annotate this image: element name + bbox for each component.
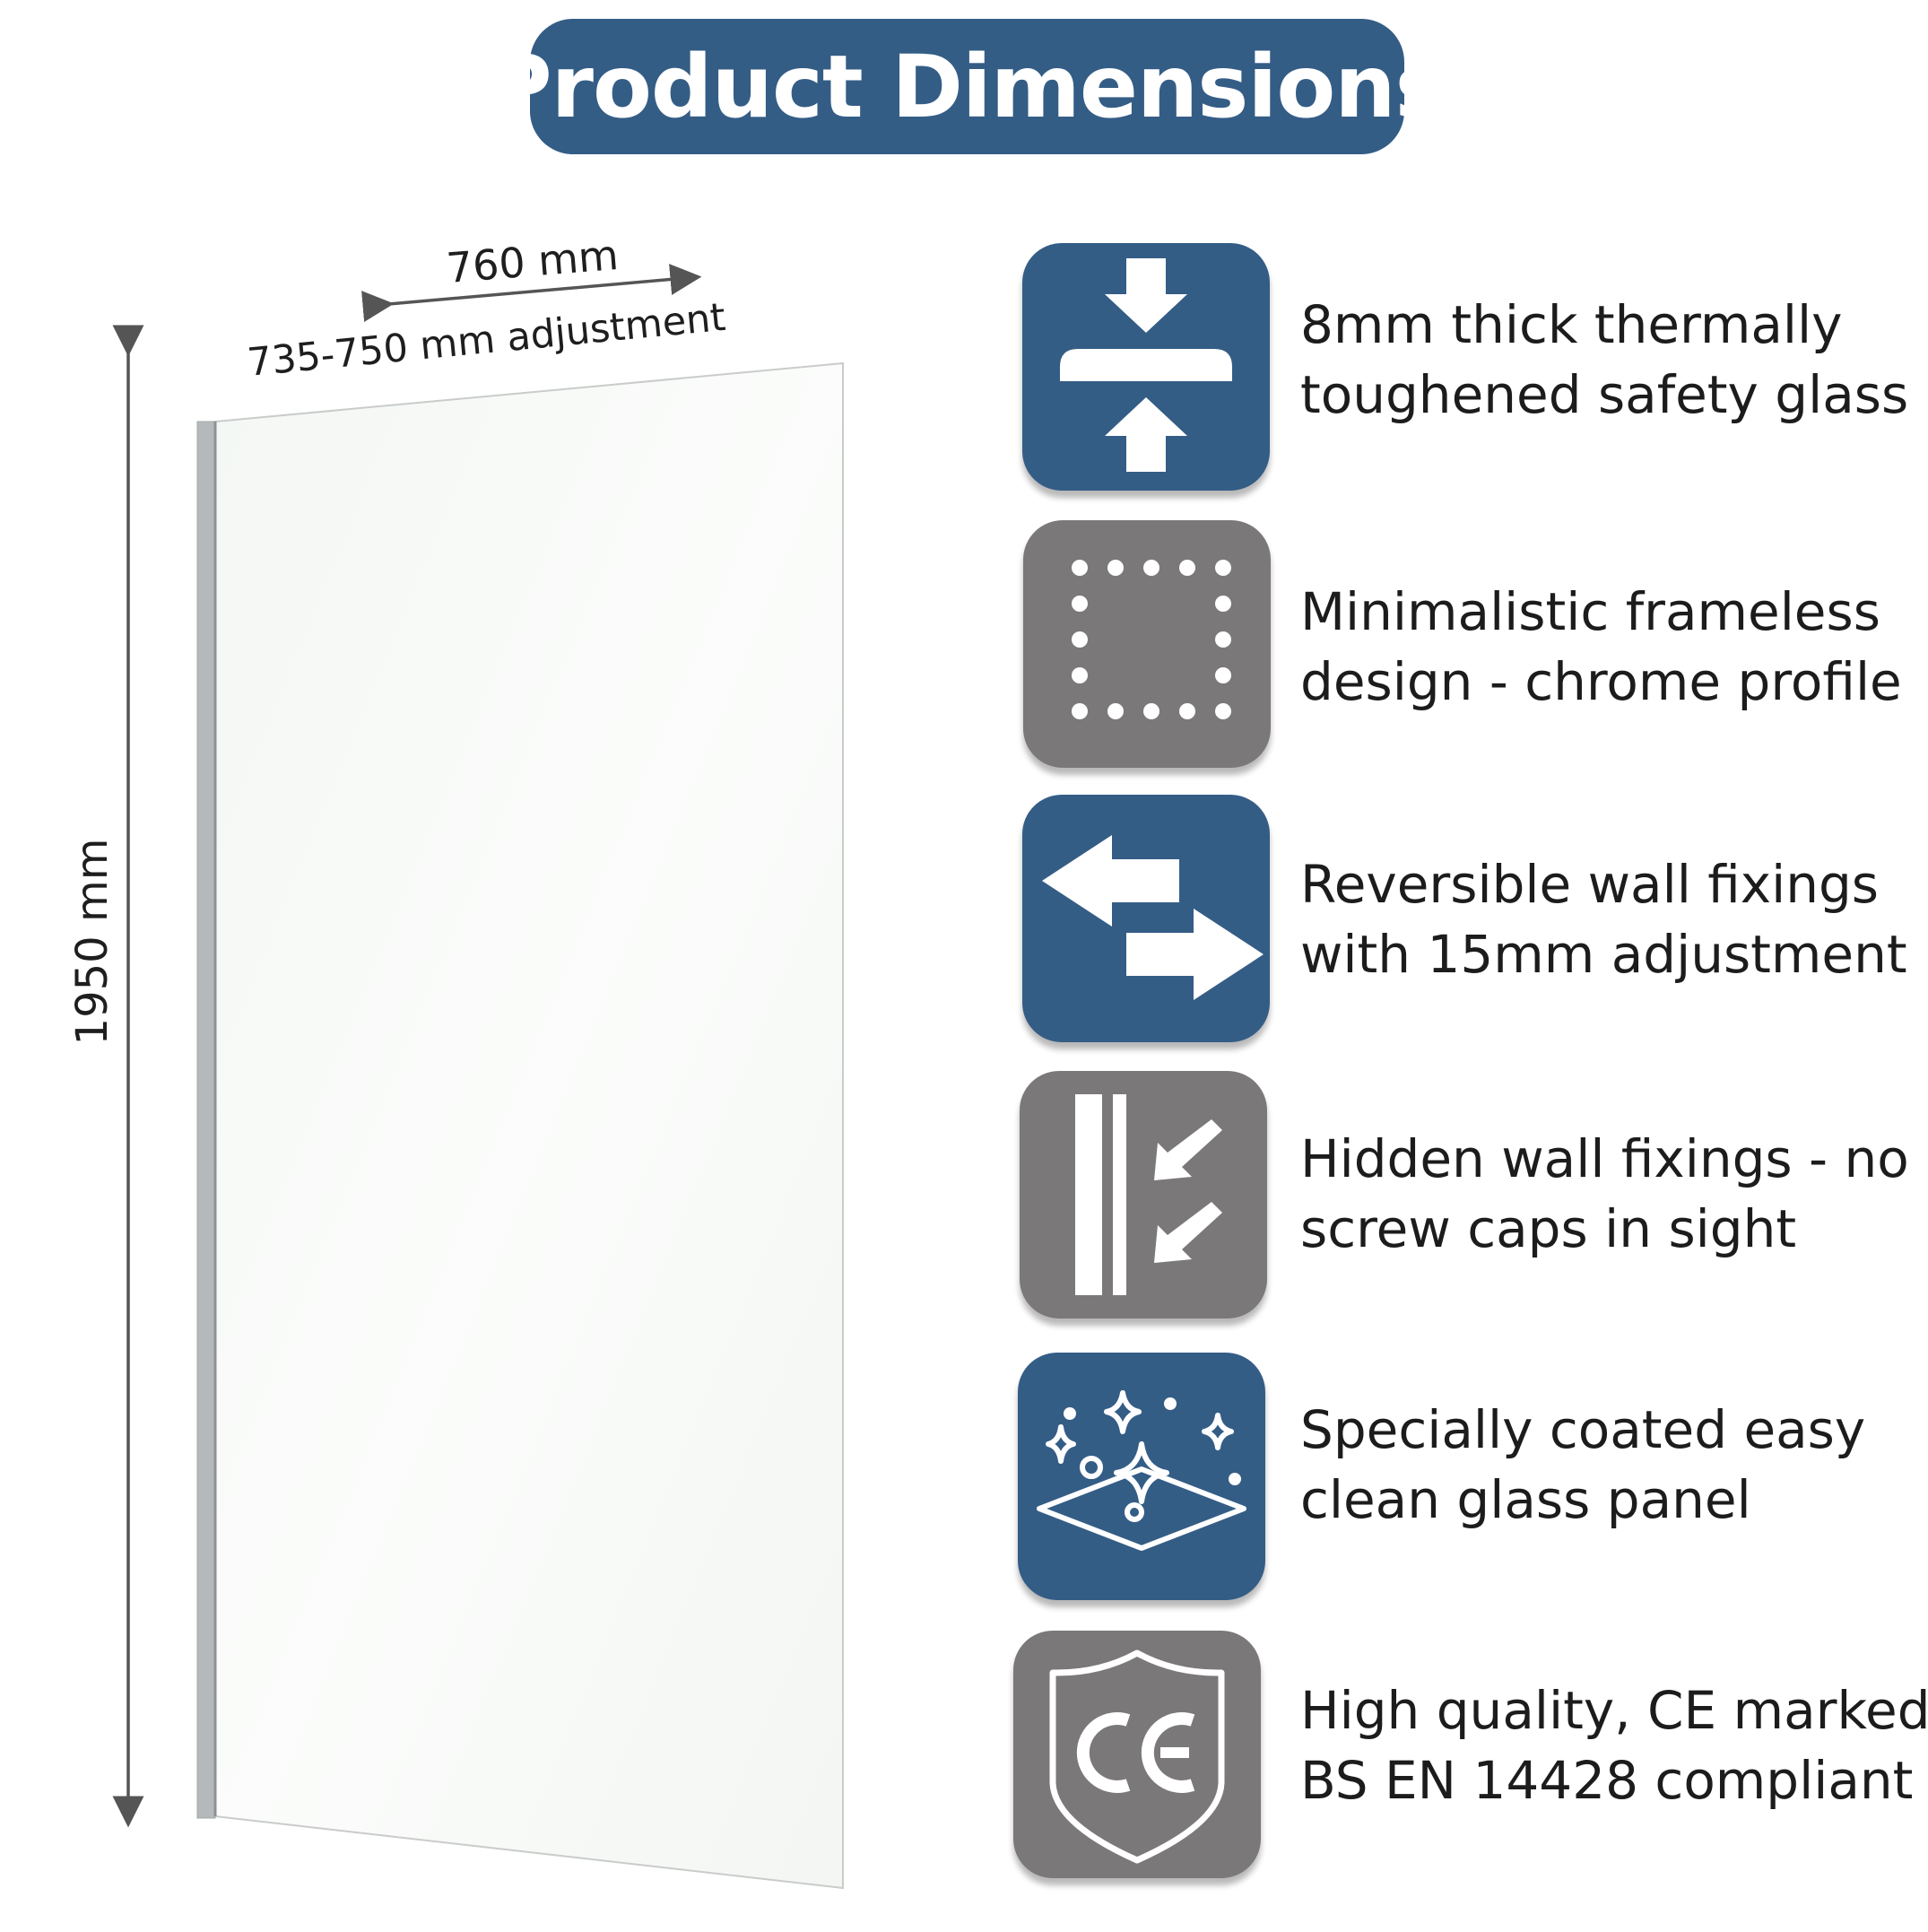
panel-drawing — [112, 264, 844, 1890]
sparkle-clean-icon — [1037, 1390, 1246, 1551]
hidden-fixings-icon — [1075, 1094, 1222, 1295]
title-banner: Product Dimensions — [489, 19, 1446, 154]
width-arrow — [361, 264, 702, 322]
page-title: Product Dimensions — [489, 36, 1446, 137]
reverse-arrows-icon — [1042, 835, 1264, 1000]
chrome-profile — [196, 421, 216, 1819]
feature-text-frameless: Minimalistic frameless design - chrome p… — [1300, 581, 1902, 712]
feature-text-coated: Specially coated easy clean glass panel — [1300, 1399, 1866, 1530]
feature-text-hidden: Hidden wall fixings - no screw caps in s… — [1300, 1128, 1909, 1259]
tile-reverse-arrows — [1022, 795, 1270, 1042]
tile-hidden-fixings — [1020, 1071, 1267, 1318]
compress-arrows-icon — [1060, 258, 1232, 472]
height-label: 1950 mm — [67, 838, 117, 1046]
glass-panel-diagram: 760 mm 735-750 mm adjustment 1950 mm — [67, 231, 844, 1890]
feature-text-ce: High quality, CE marked BS EN 14428 comp… — [1300, 1680, 1928, 1811]
tile-compress-arrows — [1022, 243, 1270, 491]
ce-shield-icon — [1049, 1649, 1225, 1864]
tile-sparkle-clean — [1018, 1353, 1265, 1600]
feature-text-reversible: Reversible wall fixings with 15mm adjust… — [1300, 854, 1907, 985]
tile-dotted-frame — [1023, 520, 1271, 768]
glass-pane — [214, 361, 844, 1890]
tile-ce-shield — [1013, 1631, 1261, 1878]
dotted-frame-icon — [1072, 560, 1231, 719]
feature-text-thickness: 8mm thick thermally toughened safety gla… — [1300, 294, 1909, 425]
